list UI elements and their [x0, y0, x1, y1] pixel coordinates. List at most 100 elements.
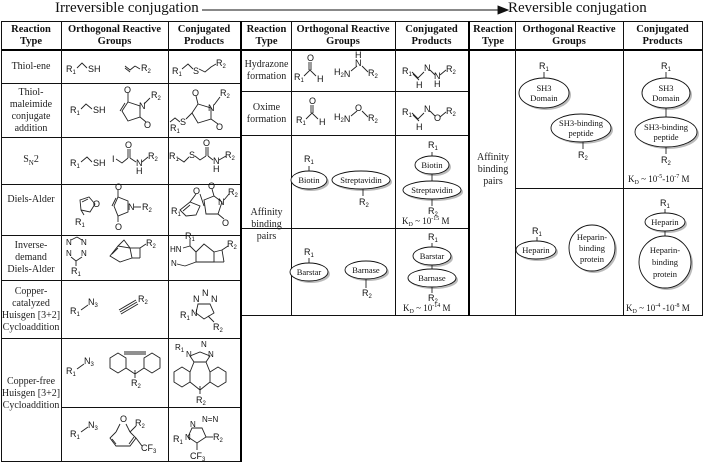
svg-text:O: O	[192, 88, 199, 98]
reaction-diels-alder: Diels-Alder	[7, 194, 55, 205]
iodoacetamide-reagent: I O N H R2	[112, 140, 159, 176]
svg-text:O: O	[208, 181, 215, 191]
svg-text:protein: protein	[653, 269, 678, 279]
svg-text:R2: R2	[368, 68, 379, 80]
svg-text:Barnase: Barnase	[352, 265, 380, 275]
reaction-sn2: SN2	[23, 153, 39, 167]
svg-text:R1: R1	[304, 247, 315, 259]
biotin-streptavidin-product: R1 Biotin Streptavidin R2 KD ~ 10-15 M	[402, 140, 463, 228]
svg-text:R1: R1	[428, 140, 439, 152]
svg-text:R1: R1	[70, 158, 81, 170]
svg-text:Streptavidin: Streptavidin	[411, 185, 453, 195]
barnase-reagent: Barnase R2	[344, 260, 389, 300]
azide-reagent-3: R1 N3	[70, 420, 99, 441]
svg-text:R2: R2	[428, 206, 439, 218]
svg-text:R1: R1	[660, 198, 671, 210]
svg-text:O: O	[144, 120, 151, 130]
succinimide-product: O O N R2 S R1	[169, 88, 231, 135]
svg-text:Heparin-: Heparin-	[650, 245, 680, 255]
svg-text:SH3-binding: SH3-binding	[559, 118, 604, 128]
svg-text:Streptavidin: Streptavidin	[340, 175, 382, 185]
svg-text:N: N	[201, 340, 207, 349]
panel3-structures: R1 SH3 Domain SH3-binding peptide R2 R1 …	[515, 61, 699, 315]
svg-text:R2: R2	[148, 151, 159, 163]
sh3-binding-peptide-reagent: SH3-binding peptide R2	[550, 113, 613, 162]
aminooxy-reagent: H2N O R2	[334, 103, 379, 125]
svg-text:H: H	[136, 166, 143, 176]
oxanorbornadiene-reagent: O R2 CF3	[109, 414, 157, 455]
svg-text:Barstar: Barstar	[297, 267, 322, 277]
svg-text:CF3: CF3	[141, 443, 157, 455]
sh3-domain-reagent: R1 SH3 Domain	[518, 61, 571, 110]
svg-text:R2: R2	[141, 63, 152, 75]
barstar-barnase-product: R1 Barstar Barnase R2 KD ~ 10-14 M	[403, 232, 458, 315]
svg-text:Heparin-: Heparin-	[577, 232, 607, 242]
svg-text:N: N	[185, 433, 191, 442]
svg-text:R1: R1	[185, 231, 196, 243]
svg-text:R2: R2	[428, 293, 439, 305]
svg-text:R2: R2	[131, 378, 142, 390]
reaction-thiol-ene: Thiol-ene	[11, 61, 51, 72]
svg-text:R2: R2	[135, 418, 146, 430]
svg-text:N: N	[81, 249, 87, 258]
svg-text:H: H	[434, 79, 441, 89]
svg-text:N: N	[355, 58, 362, 68]
azide-reagent-2: R1 N3	[66, 356, 95, 378]
svg-text:R2: R2	[146, 238, 157, 250]
svg-text:R2: R2	[446, 64, 457, 76]
svg-text:binding: binding	[579, 243, 606, 253]
alkyne-reagent: R2	[118, 294, 149, 315]
aldehyde-reagent: R1 O H	[294, 53, 324, 84]
svg-text:R1: R1	[75, 217, 86, 229]
svg-text:Domain: Domain	[530, 93, 558, 103]
svg-text:Biotin: Biotin	[421, 160, 443, 170]
oxime-product: R1 N O R2 H	[402, 104, 457, 132]
heparin-product: R1 Heparin Heparin- binding protein KD ~…	[626, 198, 693, 315]
sh3-product: R1 SH3 Domain SH3-binding peptide R2 KD …	[628, 61, 699, 186]
svg-text:R1: R1	[169, 151, 180, 163]
svg-text:R1: R1	[180, 310, 191, 322]
sn2-product: R1 S O N H R2	[169, 138, 236, 174]
svg-text:I: I	[112, 154, 115, 164]
svg-text:O: O	[309, 96, 316, 106]
thiol-reagent-2: R1 SH	[70, 103, 106, 117]
svg-text:R1: R1	[173, 434, 184, 446]
reversible-title: Reversible conjugation	[508, 0, 647, 16]
svg-text:N=N: N=N	[202, 415, 218, 424]
svg-text:R2: R2	[151, 90, 162, 102]
svg-text:O: O	[216, 122, 223, 132]
svg-text:N: N	[208, 350, 214, 359]
svg-text:S: S	[180, 117, 186, 127]
svg-text:SH: SH	[93, 105, 106, 115]
svg-text:R2: R2	[213, 322, 224, 334]
svg-text:protein: protein	[580, 254, 605, 264]
svg-text:H: H	[416, 122, 423, 132]
svg-text:N: N	[186, 350, 192, 359]
svg-text:O: O	[115, 182, 122, 192]
svg-text:O: O	[222, 218, 229, 228]
streptavidin-reagent: Streptavidin R2	[331, 170, 392, 209]
svg-text:R1: R1	[532, 226, 543, 238]
svg-text:N: N	[218, 197, 225, 207]
svg-text:N3: N3	[84, 356, 95, 368]
svg-text:H: H	[355, 50, 362, 60]
svg-text:N: N	[424, 63, 431, 73]
svg-text:N: N	[211, 294, 218, 304]
heparin-reagent: R1 Heparin	[515, 226, 558, 261]
svg-text:SH3-binding: SH3-binding	[644, 122, 689, 132]
svg-text:R1: R1	[172, 66, 183, 78]
svg-text:KD ~ 10-14 M: KD ~ 10-14 M	[403, 303, 450, 315]
barstar-reagent: R1 Barstar	[289, 247, 330, 283]
azide-reagent: R1 N3	[70, 297, 99, 318]
svg-text:Heparin: Heparin	[651, 217, 679, 227]
svg-text:O: O	[355, 103, 362, 113]
norbornene-reagent: R2	[109, 238, 157, 263]
